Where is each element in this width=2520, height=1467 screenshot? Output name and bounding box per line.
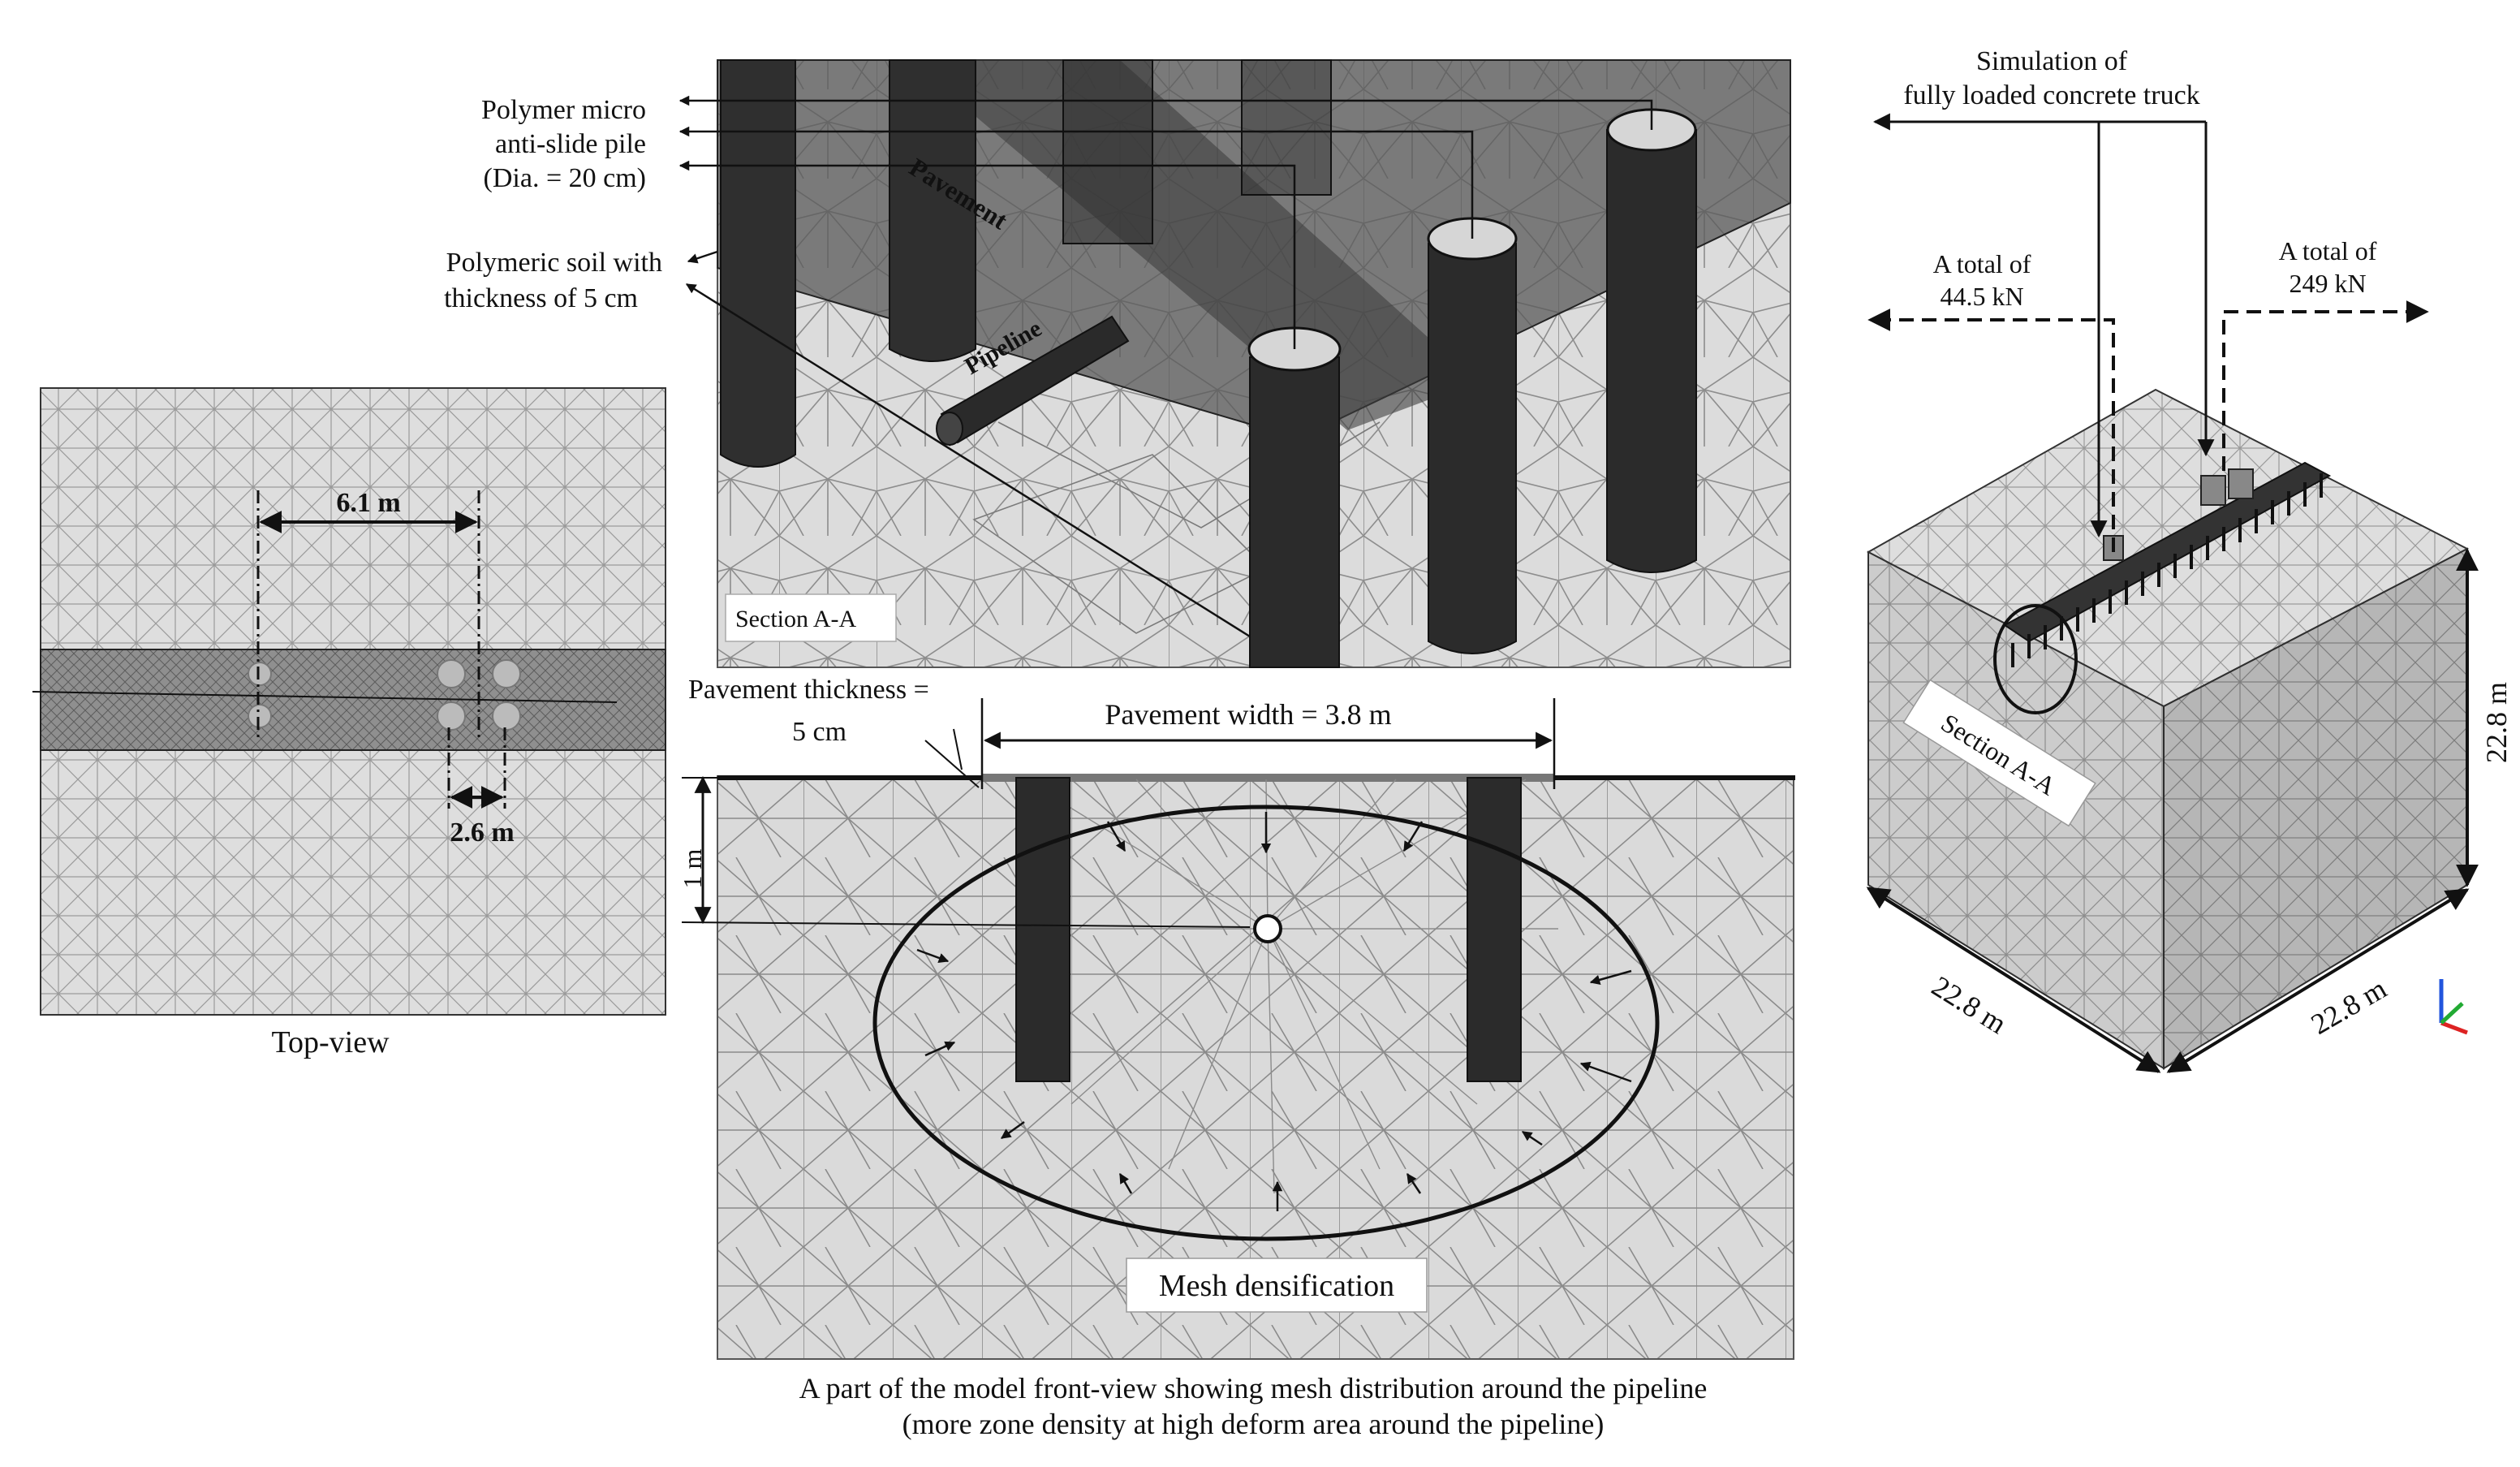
svg-text:Polymer micro: Polymer micro — [481, 95, 646, 125]
section-view-panel: Pavement Pipeline Section A-A Polymer mi… — [444, 59, 1791, 668]
top-view-pile — [248, 704, 272, 728]
section-tag: Section A-A — [735, 606, 856, 632]
model-pavement-strip — [2003, 461, 2332, 643]
svg-text:Pavement thickness =: Pavement thickness = — [688, 675, 929, 705]
top-view-pile — [437, 659, 466, 688]
truck-label: Simulation of fully loaded concrete truc… — [1903, 46, 2199, 110]
spacing-long-label: 6.1 m — [336, 488, 400, 518]
svg-text:5 cm: 5 cm — [792, 717, 846, 747]
soil-label: Polymeric soil with thickness of 5 cm — [444, 248, 662, 313]
model-3d-panel: 22.8 m 22.8 m 22.8 m Section A-A Simulat… — [1866, 46, 2513, 1073]
top-view-pile — [492, 659, 521, 688]
front-pile-right — [1467, 777, 1522, 1082]
top-view-caption: Top-view — [271, 1025, 390, 1059]
dim-left-label: 22.8 m — [1926, 969, 2012, 1040]
dim-height-label: 22.8 m — [2480, 682, 2513, 763]
dim-right-label: 22.8 m — [2306, 972, 2393, 1041]
svg-text:A total of: A total of — [1933, 249, 2031, 278]
section-front-piles — [1249, 129, 1697, 668]
front-pile-left — [1015, 777, 1070, 1082]
load-right-label: A total of 249 kN — [2279, 236, 2377, 298]
front-view-panel: 1 m Pavement width = 3.8 m Pavement thic… — [678, 675, 1795, 1440]
axis-triad-icon — [2439, 979, 2468, 1035]
svg-text:Simulation of: Simulation of — [1976, 46, 2128, 76]
top-view-pile — [492, 701, 521, 731]
svg-text:(more zone density at high def: (more zone density at high deform area a… — [902, 1408, 1605, 1440]
densification-ellipse — [872, 805, 1660, 1241]
densification-arrows — [916, 812, 1632, 1211]
top-view-panel: 6.1 m 2.6 m Top-view — [32, 387, 666, 1059]
svg-text:anti-slide pile: anti-slide pile — [495, 129, 646, 159]
top-view-pipeline-strip — [40, 649, 666, 751]
svg-text:A part of the model front-view: A part of the model front-view showing m… — [799, 1372, 1708, 1404]
front-view-caption: A part of the model front-view showing m… — [799, 1372, 1708, 1440]
densification-label: Mesh densification — [1159, 1269, 1394, 1303]
pavement-width-label: Pavement width = 3.8 m — [1105, 698, 1391, 731]
spacing-short-label: 2.6 m — [450, 818, 514, 848]
depth-label: 1 m — [678, 848, 707, 888]
pavement-thickness-label: Pavement thickness = 5 cm — [688, 675, 929, 747]
svg-text:thickness of 5 cm: thickness of 5 cm — [444, 283, 638, 313]
section-marker-circle — [1993, 604, 2078, 714]
svg-text:fully loaded concrete truck: fully loaded concrete truck — [1903, 80, 2199, 110]
svg-text:Polymeric soil with: Polymeric soil with — [446, 248, 662, 278]
section-back-piles — [720, 59, 1332, 468]
svg-text:(Dia. = 20 cm): (Dia. = 20 cm) — [484, 163, 646, 193]
svg-text:A total of: A total of — [2279, 236, 2377, 265]
pile-label: Polymer micro anti-slide pile (Dia. = 20… — [481, 95, 646, 193]
top-view-pile — [248, 662, 272, 686]
load-left-label: A total of 44.5 kN — [1933, 249, 2031, 311]
top-view-pile — [437, 701, 466, 731]
pipeline-section — [1253, 914, 1282, 943]
svg-text:44.5 kN: 44.5 kN — [1940, 282, 2023, 311]
svg-text:249 kN: 249 kN — [2289, 269, 2366, 298]
